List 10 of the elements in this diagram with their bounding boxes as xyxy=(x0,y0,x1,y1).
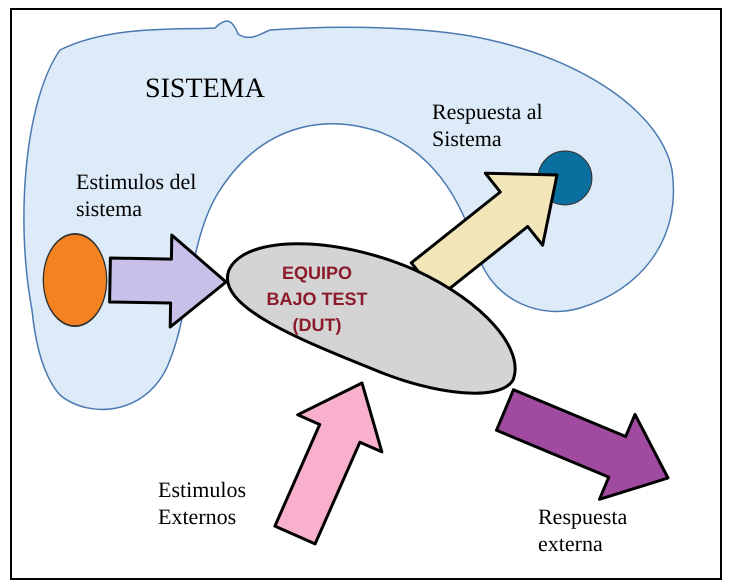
circle-marker xyxy=(42,232,108,328)
block-arrow xyxy=(273,382,384,546)
edge-label: Respuesta al Sistema xyxy=(432,98,544,152)
edge-label: Estimulos del sistema xyxy=(76,168,198,222)
block-arrow xyxy=(495,388,670,501)
edge-label: Respuesta externa xyxy=(538,503,628,557)
block-arrow xyxy=(108,234,228,328)
device-label: EQUIPO BAJO TEST (DUT) xyxy=(265,262,368,337)
edge-label: Estimulos Externos xyxy=(158,476,248,530)
system-label: SISTEMA xyxy=(145,75,265,103)
